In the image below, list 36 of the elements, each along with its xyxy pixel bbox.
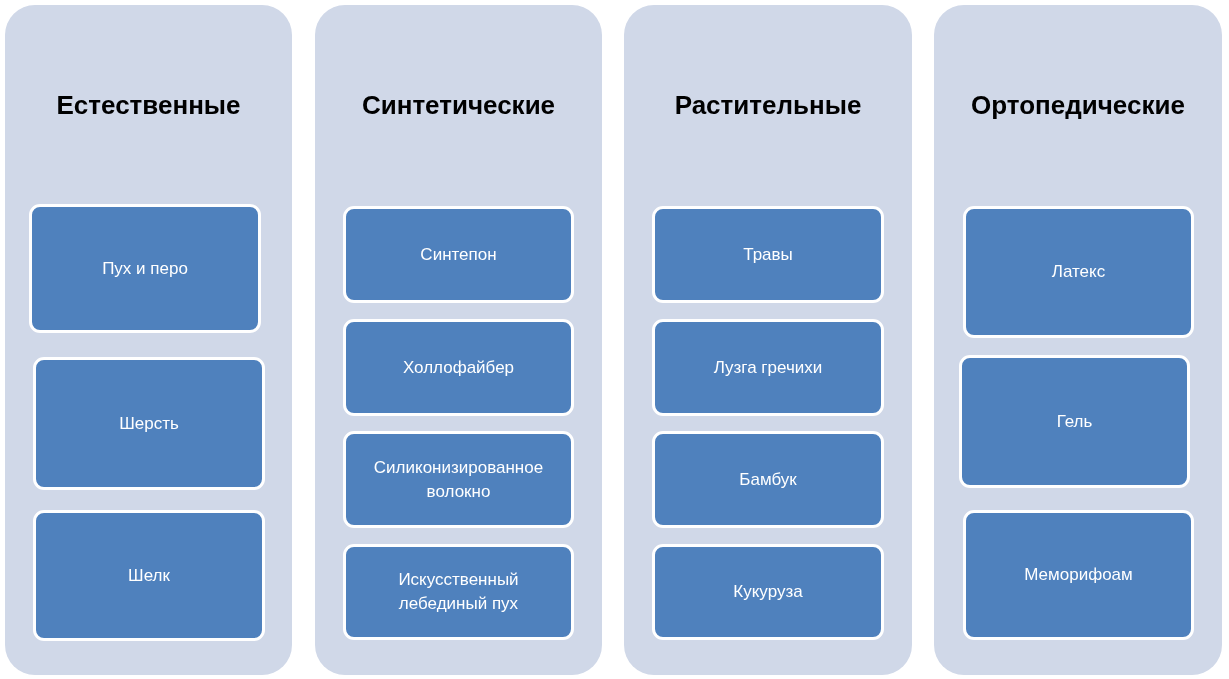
category-panel <box>624 5 912 675</box>
material-label: Холлофайбер <box>402 356 515 379</box>
material-box <box>959 355 1190 488</box>
category-title: Естественные <box>56 89 241 121</box>
category-panel <box>5 5 292 675</box>
material-box <box>343 431 574 528</box>
material-label: Искусственный лебединый пух <box>397 569 520 615</box>
material-box <box>29 204 261 333</box>
material-box <box>963 510 1194 640</box>
category-title: Синтетические <box>361 89 556 121</box>
material-box <box>652 431 884 528</box>
material-label: Бамбук <box>739 468 797 491</box>
category-panel <box>315 5 602 675</box>
material-box <box>963 206 1194 338</box>
material-box <box>652 319 884 416</box>
material-label: Синтепон <box>420 243 497 266</box>
category-title: Ортопедические <box>971 89 1185 121</box>
material-label: Лузга гречихи <box>713 356 823 379</box>
material-box <box>343 206 574 303</box>
material-label: Пух и перо <box>102 257 188 280</box>
material-label: Травы <box>743 243 793 266</box>
category-panel <box>934 5 1222 675</box>
material-label: Шерсть <box>119 412 179 435</box>
material-box <box>652 544 884 640</box>
material-label: Латекс <box>1051 261 1106 283</box>
material-box <box>33 357 265 490</box>
material-label: Шелк <box>128 564 170 587</box>
material-box <box>33 510 265 641</box>
material-box <box>343 544 574 640</box>
material-label: Силиконизированное волокно <box>372 456 545 503</box>
material-box <box>343 319 574 416</box>
category-title: Растительные <box>674 89 862 121</box>
material-label: Гель <box>1056 410 1093 433</box>
material-box <box>652 206 884 303</box>
material-label: Меморифоам <box>1024 564 1133 586</box>
material-label: Кукуруза <box>733 581 803 603</box>
